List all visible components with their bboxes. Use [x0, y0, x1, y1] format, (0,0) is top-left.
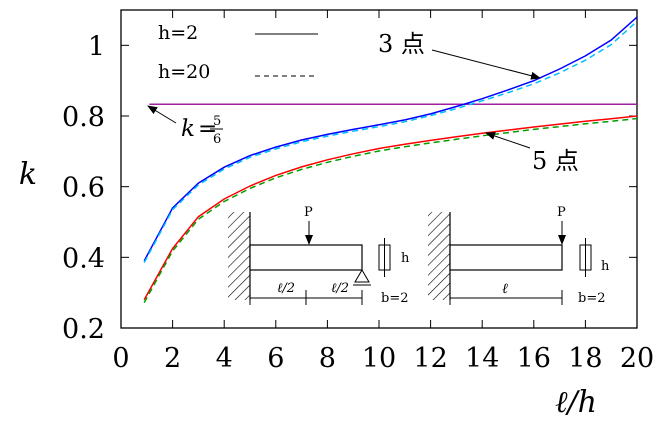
span-label-2: ℓ	[502, 281, 508, 297]
x-tick-label: 2	[164, 343, 181, 374]
x-tick-label: 8	[319, 343, 336, 374]
annotation-five-point: 5 点	[532, 147, 579, 175]
section-height-1: h	[401, 251, 410, 266]
x-tick-label: 0	[112, 343, 129, 374]
svg-text:k: k	[181, 116, 195, 142]
y-tick-label: 1	[88, 31, 105, 62]
k-ref-label: k = 5 6	[181, 114, 223, 147]
section-width-1: b=2	[381, 291, 409, 306]
x-tick-label: 12	[413, 343, 447, 374]
load-label-2: P	[557, 205, 566, 220]
wall-2	[428, 212, 450, 300]
x-axis-label: ℓ/h	[555, 385, 597, 420]
y-axis-label: k	[19, 157, 37, 192]
annotation-three-point: 3 点	[378, 30, 425, 58]
section-width-2: b=2	[578, 291, 606, 306]
legend-label-h2: h=2	[158, 22, 198, 44]
span-half-2: ℓ/2	[331, 281, 349, 296]
x-tick-label: 10	[362, 343, 396, 374]
series-line-0	[143, 16, 638, 262]
y-tick-label: 0.4	[62, 243, 105, 274]
beam-2	[449, 244, 563, 271]
x-tick-label: 6	[267, 343, 284, 374]
arrow-three-point	[431, 49, 541, 80]
span-half-1: ℓ/2	[277, 281, 295, 296]
series-group	[143, 16, 638, 303]
legend-label-h20: h=20	[158, 61, 210, 83]
x-tick-label: 16	[517, 343, 551, 374]
x-tick-label: 4	[216, 343, 233, 374]
inset-beam-2: P ℓ h b=2	[428, 205, 610, 306]
x-tick-label: 18	[568, 343, 602, 374]
series-line-2	[143, 115, 638, 301]
y-tick-label: 0.6	[62, 173, 105, 204]
y-tick-label: 0.2	[62, 314, 105, 345]
svg-text:6: 6	[213, 132, 221, 147]
x-tick-label: 20	[620, 343, 654, 374]
y-axis-ticks: 0.2 0.4 0.6 0.8 1	[62, 31, 637, 345]
arrow-five-point	[485, 132, 531, 149]
x-axis-ticks: 0 2 4 6 8 10 12 14 16 18 20	[112, 10, 654, 374]
beam-1	[249, 244, 363, 271]
roller-support	[354, 269, 370, 283]
series-line-3	[143, 117, 638, 303]
x-tick-label: 14	[465, 343, 499, 374]
arrow-k-ref	[147, 105, 177, 124]
legend: h=2 h=20	[158, 22, 318, 83]
section-height-2: h	[601, 259, 610, 274]
inset-beam-1: P ℓ/2 ℓ/2 h b=2	[228, 205, 410, 306]
svg-text:=: =	[198, 116, 217, 142]
wall-1	[228, 212, 250, 300]
y-tick-label: 0.8	[62, 102, 105, 133]
svg-text:5: 5	[213, 114, 221, 129]
series-line-1	[143, 20, 638, 263]
load-label-1: P	[304, 205, 313, 220]
